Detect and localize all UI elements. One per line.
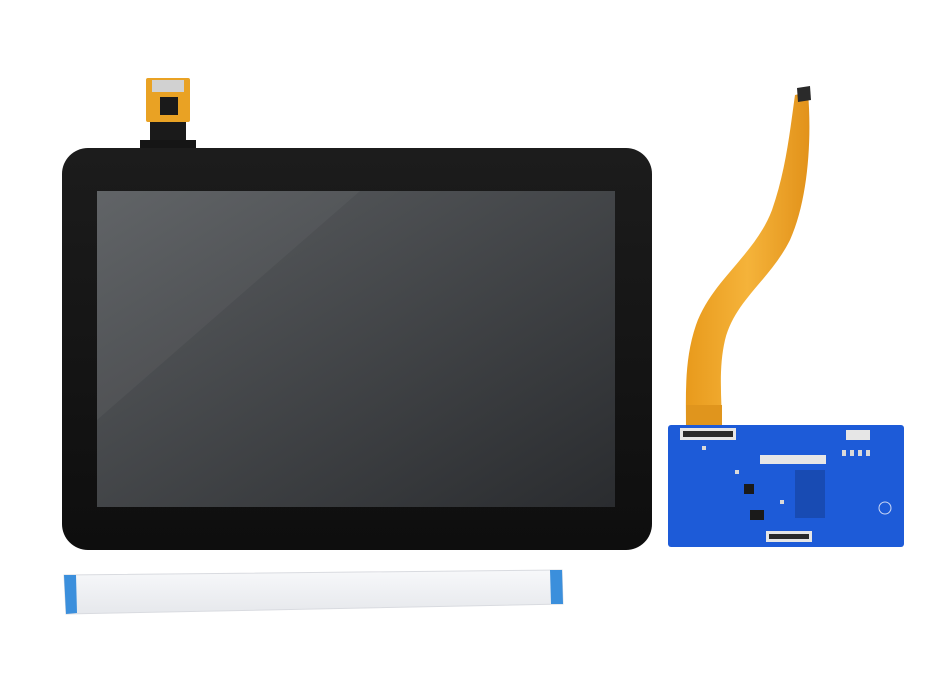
pcb-smd-3: [858, 450, 862, 456]
pcb-smd-4: [866, 450, 870, 456]
white-ffc-cable: [63, 569, 564, 615]
pcb-smd-2: [850, 450, 854, 456]
pcb-bottom-connector-slot: [769, 534, 809, 539]
pcb-fpc-connector-slot: [683, 431, 733, 437]
fpc-cable-foot: [686, 405, 722, 427]
pcb-board: [668, 425, 904, 547]
fpc-cable-end: [797, 86, 811, 102]
pcb-mid-connector: [760, 455, 826, 464]
pcb-ic-1: [744, 484, 754, 494]
pcb-smd-7: [780, 500, 784, 504]
adapter-pcb: [668, 425, 904, 547]
touch-controller-chip: [160, 97, 178, 115]
pcb-smd-6: [735, 470, 739, 474]
display-module: [62, 148, 652, 550]
touch-fpc-connector: [152, 80, 184, 92]
ffc-body: [63, 569, 564, 615]
pcb-ic-2: [750, 510, 764, 520]
pcb-logo-mark: [878, 501, 892, 515]
pcb-component-row: [702, 446, 870, 504]
screen-reflection: [97, 191, 360, 420]
orange-fpc-cable: [685, 86, 811, 430]
touch-fpc-tail: [140, 78, 196, 152]
ffc-right-tip: [550, 570, 563, 604]
fpc-cable-body: [685, 92, 810, 430]
ffc-left-tip: [64, 575, 77, 614]
pcb-trace-region: [795, 470, 825, 518]
pcb-smd-1: [842, 450, 846, 456]
display-screen: [97, 191, 615, 507]
pcb-touch-connector: [846, 430, 870, 440]
pcb-smd-5: [702, 446, 706, 450]
